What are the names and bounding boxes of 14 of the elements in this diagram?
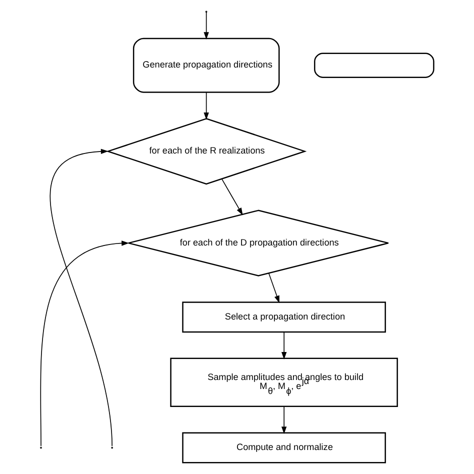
arrow: [281, 332, 287, 360]
arrow: [40, 240, 130, 446]
node-diamond: for each of the D propagation directions: [128, 210, 389, 276]
node-box: [314, 52, 434, 78]
arrow: [221, 178, 243, 216]
node-diamond: for each of the R realizations: [106, 118, 307, 185]
node-box: Generate propagation directions: [132, 38, 280, 93]
node-box: Select a propagation direction: [182, 302, 386, 333]
arrow: [268, 272, 280, 304]
arrow: [50, 148, 112, 446]
arrow: [204, 12, 209, 40]
arrow: [204, 92, 209, 120]
arrow: [281, 406, 287, 434]
node-box: Compute and normalize: [182, 432, 386, 464]
